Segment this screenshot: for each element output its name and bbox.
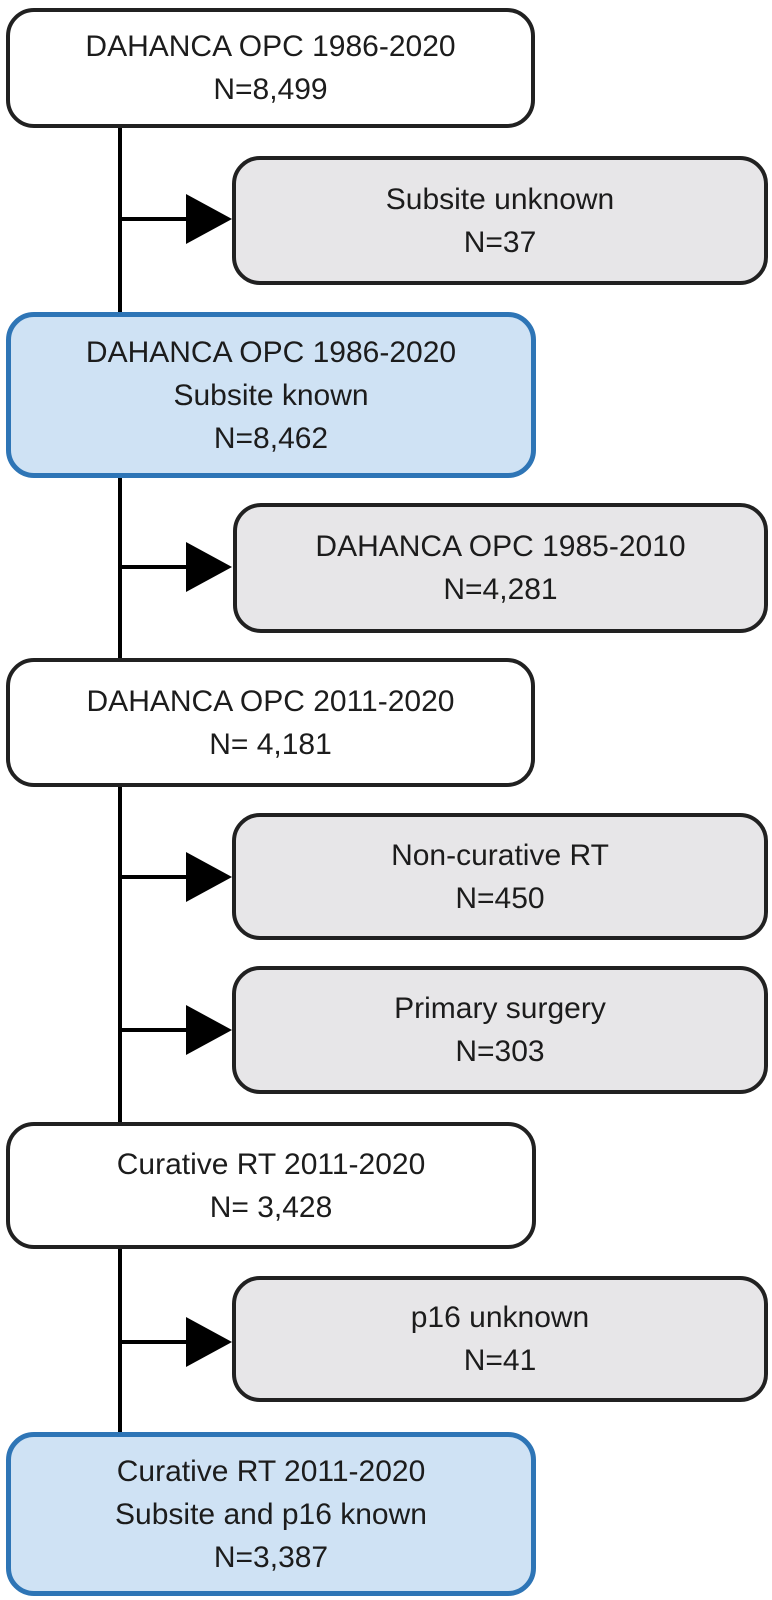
flow-box-line: DAHANCA OPC 1986-2020 xyxy=(85,30,456,63)
flow-arrow xyxy=(118,542,232,592)
flow-arrow-shaft xyxy=(118,217,190,221)
flow-arrow-shaft xyxy=(118,1028,190,1032)
flow-box-dahanca-opc-2011-2020: DAHANCA OPC 2011-2020 N= 4,181 xyxy=(6,658,535,787)
flow-box-line: Subsite known xyxy=(173,378,369,412)
flow-arrow xyxy=(118,852,232,902)
flow-arrow-shaft xyxy=(118,565,190,569)
flow-box-line: N=8,462 xyxy=(213,421,329,455)
arrowhead-icon xyxy=(186,1317,232,1367)
flow-box-line: N=3,387 xyxy=(213,1540,329,1574)
flow-box-dahanca-opc-1986-2020: DAHANCA OPC 1986-2020 N=8,499 xyxy=(6,8,535,128)
flow-connector-vertical xyxy=(118,785,122,1124)
flow-box-dahanca-opc-1985-2010: DAHANCA OPC 1985-2010 N=4,281 xyxy=(233,503,768,633)
flow-box-line: Curative RT 2011-2020 xyxy=(116,1147,426,1181)
flow-box-final-cohort: Curative RT 2011-2020 Subsite and p16 kn… xyxy=(6,1432,536,1596)
flow-arrow xyxy=(118,1317,232,1367)
flow-box-line: N=303 xyxy=(455,1035,545,1068)
flow-box-subsite-unknown: Subsite unknown N=37 xyxy=(232,156,768,285)
flow-box-line: N= 4,181 xyxy=(209,727,332,761)
flow-box-line: N=4,281 xyxy=(443,573,558,606)
flow-box-subsite-known: DAHANCA OPC 1986-2020 Subsite known N=8,… xyxy=(6,312,536,478)
flow-box-line: DAHANCA OPC 1986-2020 xyxy=(85,335,457,369)
flow-box-line: DAHANCA OPC 1985-2010 xyxy=(315,530,686,563)
arrowhead-icon xyxy=(186,194,232,244)
flow-box-curative-rt-2011-2020: Curative RT 2011-2020 N= 3,428 xyxy=(6,1122,536,1249)
flow-box-line: N=37 xyxy=(463,225,537,259)
flow-box-primary-surgery: Primary surgery N=303 xyxy=(232,966,768,1094)
arrowhead-icon xyxy=(186,542,232,592)
flow-box-line: N= 3,428 xyxy=(209,1190,333,1224)
flow-box-non-curative-rt: Non-curative RT N=450 xyxy=(232,813,768,940)
flow-box-line: Subsite unknown xyxy=(385,182,615,216)
flow-box-line: DAHANCA OPC 2011-2020 xyxy=(86,684,455,718)
arrowhead-icon xyxy=(186,852,232,902)
flow-box-line: Curative RT 2011-2020 xyxy=(116,1454,426,1488)
flow-box-line: p16 unknown xyxy=(410,1301,590,1334)
flow-arrow-shaft xyxy=(118,875,190,879)
flow-box-p16-unknown: p16 unknown N=41 xyxy=(232,1276,768,1402)
flow-box-line: Primary surgery xyxy=(394,992,606,1025)
flow-arrow xyxy=(118,194,232,244)
flow-box-line: Subsite and p16 known xyxy=(115,1497,427,1531)
arrowhead-icon xyxy=(186,1005,232,1055)
flow-box-line: N=8,499 xyxy=(213,73,328,106)
flow-arrow xyxy=(118,1005,232,1055)
flow-box-line: N=450 xyxy=(455,881,545,915)
flow-box-line: Non-curative RT xyxy=(391,838,609,872)
flow-arrow-shaft xyxy=(118,1340,190,1344)
flow-box-line: N=41 xyxy=(463,1344,537,1377)
